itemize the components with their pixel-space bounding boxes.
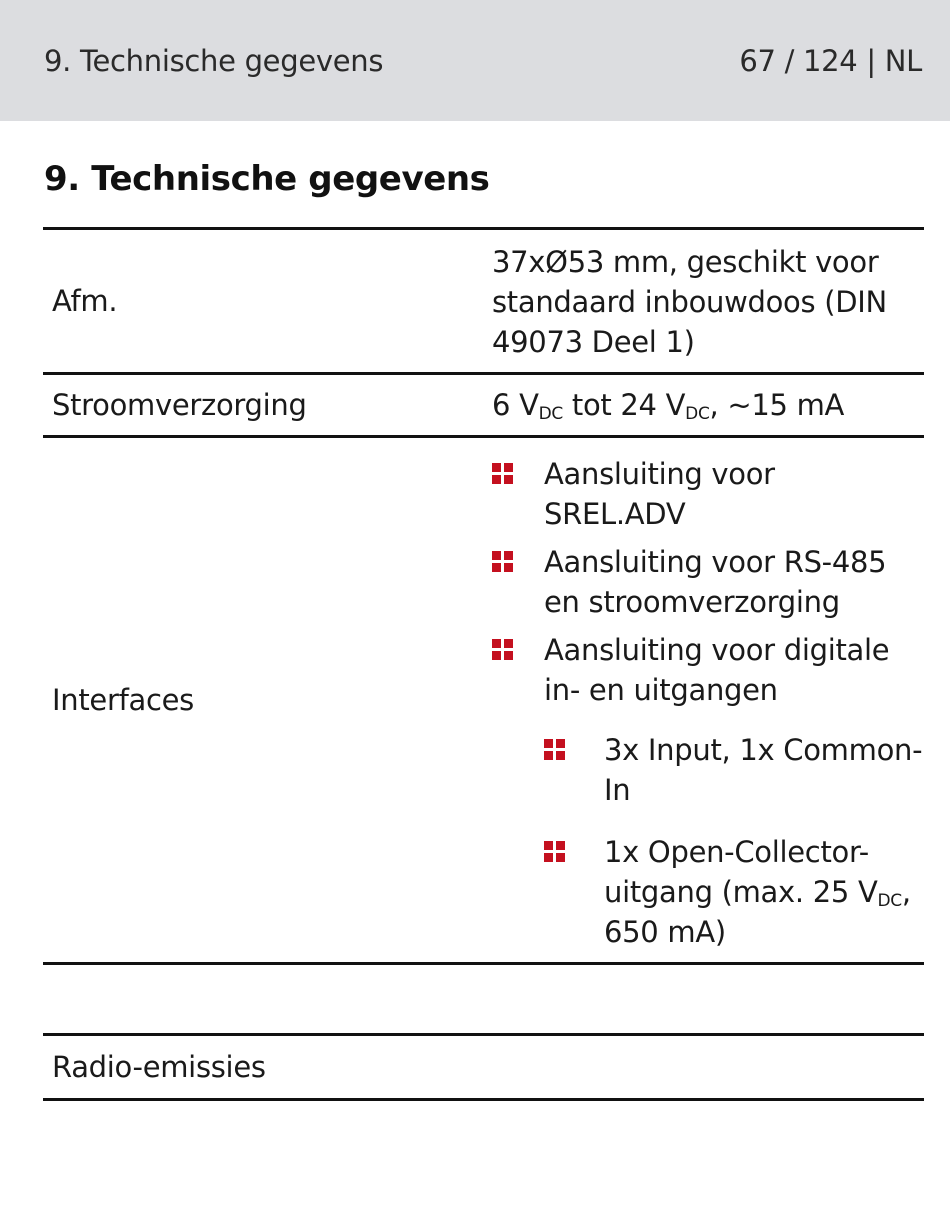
spec-value-power: 6 VDC tot 24 VDC, ~15 mA <box>483 375 924 435</box>
list-item: Aansluiting voor RS-485 en stroomverzorg… <box>492 542 924 622</box>
spec-label-power: Stroomverzorging <box>52 388 307 422</box>
output-text-2: , 650 mA) <box>604 875 911 949</box>
power-sub-1: DC <box>538 404 564 424</box>
sub-list-item: 3x Input, 1x Common-In <box>544 730 924 810</box>
header-section-title: 9. Technische gegevens <box>44 43 384 78</box>
sub-list-item: 1x Open-Collector-uitgang (max. 25 VDC, … <box>544 832 924 952</box>
spec-row-interfaces: Interfaces Aansluiting voor SREL.ADV Aan… <box>43 435 924 962</box>
sub-list-item-text: 1x Open-Collector-uitgang (max. 25 VDC, … <box>604 832 924 952</box>
spec-row-power: Stroomverzorging 6 VDC tot 24 VDC, ~15 m… <box>43 372 924 435</box>
sub-list-item-text: 3x Input, 1x Common-In <box>604 733 923 807</box>
header-page-info: 67 / 124 | NL <box>739 43 922 78</box>
spec-value-interfaces: Aansluiting voor SREL.ADV Aansluiting vo… <box>483 438 924 962</box>
spec-table: Afm. 37xØ53 mm, geschikt voor standaard … <box>43 227 924 1101</box>
list-item: Aansluiting voor digitale in- en uitgang… <box>492 630 924 710</box>
red-square-bullet-icon <box>544 841 566 863</box>
output-sub: DC <box>877 891 903 911</box>
list-item-text: Aansluiting voor SREL.ADV <box>544 457 775 531</box>
spec-value-afm: 37xØ53 mm, geschikt voor standaard inbou… <box>492 245 887 359</box>
section-title: 9. Technische gegevens <box>44 159 490 199</box>
spec-label-afm: Afm. <box>52 284 118 318</box>
spec-row-afm: Afm. 37xØ53 mm, geschikt voor standaard … <box>43 227 924 372</box>
interfaces-list: Aansluiting voor SREL.ADV Aansluiting vo… <box>492 454 924 710</box>
spec-label-radio: Radio-emissies <box>52 1050 266 1084</box>
red-square-bullet-icon <box>492 463 514 485</box>
red-square-bullet-icon <box>492 639 514 661</box>
page-header: 9. Technische gegevens 67 / 124 | NL <box>0 0 950 121</box>
list-item: Aansluiting voor SREL.ADV <box>492 454 924 534</box>
power-text-2: tot 24 V <box>562 388 686 422</box>
red-square-bullet-icon <box>544 739 566 761</box>
power-text-1: 6 V <box>492 388 539 422</box>
interfaces-sub-list: 3x Input, 1x Common-In 1x Open-Collector… <box>492 730 924 952</box>
table-divider <box>43 962 924 1033</box>
spec-label-interfaces: Interfaces <box>52 683 194 717</box>
power-text-3: , ~15 mA <box>709 388 845 422</box>
list-item-text: Aansluiting voor RS-485 en stroomverzorg… <box>544 545 887 619</box>
power-sub-2: DC <box>685 404 710 424</box>
red-square-bullet-icon <box>492 551 514 573</box>
spec-row-radio: Radio-emissies <box>43 1033 924 1101</box>
output-text-1: 1x Open-Collector-uitgang (max. 25 V <box>604 835 878 909</box>
list-item-text: Aansluiting voor digitale in- en uitgang… <box>544 633 890 707</box>
